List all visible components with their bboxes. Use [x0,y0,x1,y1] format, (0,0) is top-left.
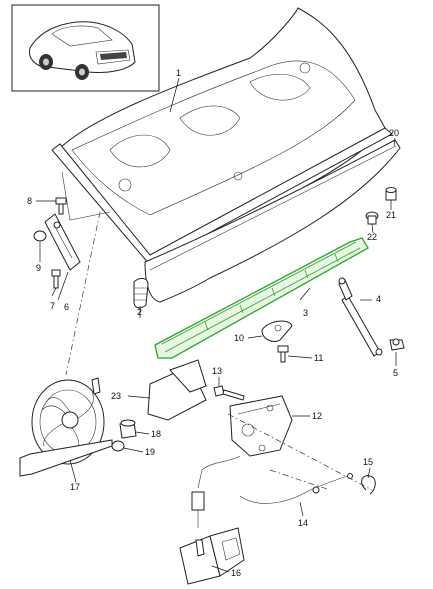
ball-stud [389,338,405,351]
screw-8 [55,197,67,215]
callout-20: 20 [389,128,399,138]
callout-22: 22 [367,232,377,242]
latch [229,395,293,457]
callout-7: 7 [50,301,55,311]
grommet-19 [111,440,125,452]
callout-14: 14 [298,518,308,528]
connector-plug [191,491,205,528]
lock-switch [179,527,245,585]
callout-12: 12 [312,411,322,421]
callout-4: 4 [376,294,381,304]
callout-21: 21 [386,210,396,220]
rubber-buffer [133,277,149,309]
callout-6: 6 [64,302,69,312]
callout-1: 1 [176,68,181,78]
callout-3: 3 [303,308,308,318]
circlip [361,475,376,495]
inset-car-frame [11,4,160,92]
callout-19: 19 [145,447,155,457]
spoiler-seal-highlighted [154,237,369,359]
release-cable [197,455,353,504]
callout-17: 17 [70,482,80,492]
callout-5: 5 [393,368,398,378]
grommet-22 [365,211,379,225]
rear-lid-trim [144,139,401,303]
callouts: 1 2 3 4 5 6 7 8 9 10 11 12 13 14 15 16 1… [27,68,399,578]
car-rear-three-quarter-icon [29,21,136,80]
callout-15: 15 [363,457,373,467]
lock-bracket [261,320,293,343]
screw-7 [51,269,61,289]
hinge-bracket [44,213,81,271]
leader-lines [36,77,397,573]
air-duct [147,359,207,421]
callout-23: 23 [111,391,121,401]
bolt-11 [277,345,289,363]
cap-21 [385,187,397,201]
fan-assembly [19,377,113,477]
callout-9: 9 [36,263,41,273]
callout-2: 2 [137,307,142,317]
bolt-13 [213,385,245,401]
callout-11: 11 [314,353,323,363]
callout-16: 16 [231,568,241,578]
gas-strut [338,277,383,357]
alignment-lines [65,211,373,491]
callout-18: 18 [151,429,161,439]
grommet-18 [119,419,137,439]
callout-10: 10 [234,333,244,343]
clip-9 [33,230,47,242]
callout-8: 8 [27,196,32,206]
callout-13: 13 [212,366,222,376]
